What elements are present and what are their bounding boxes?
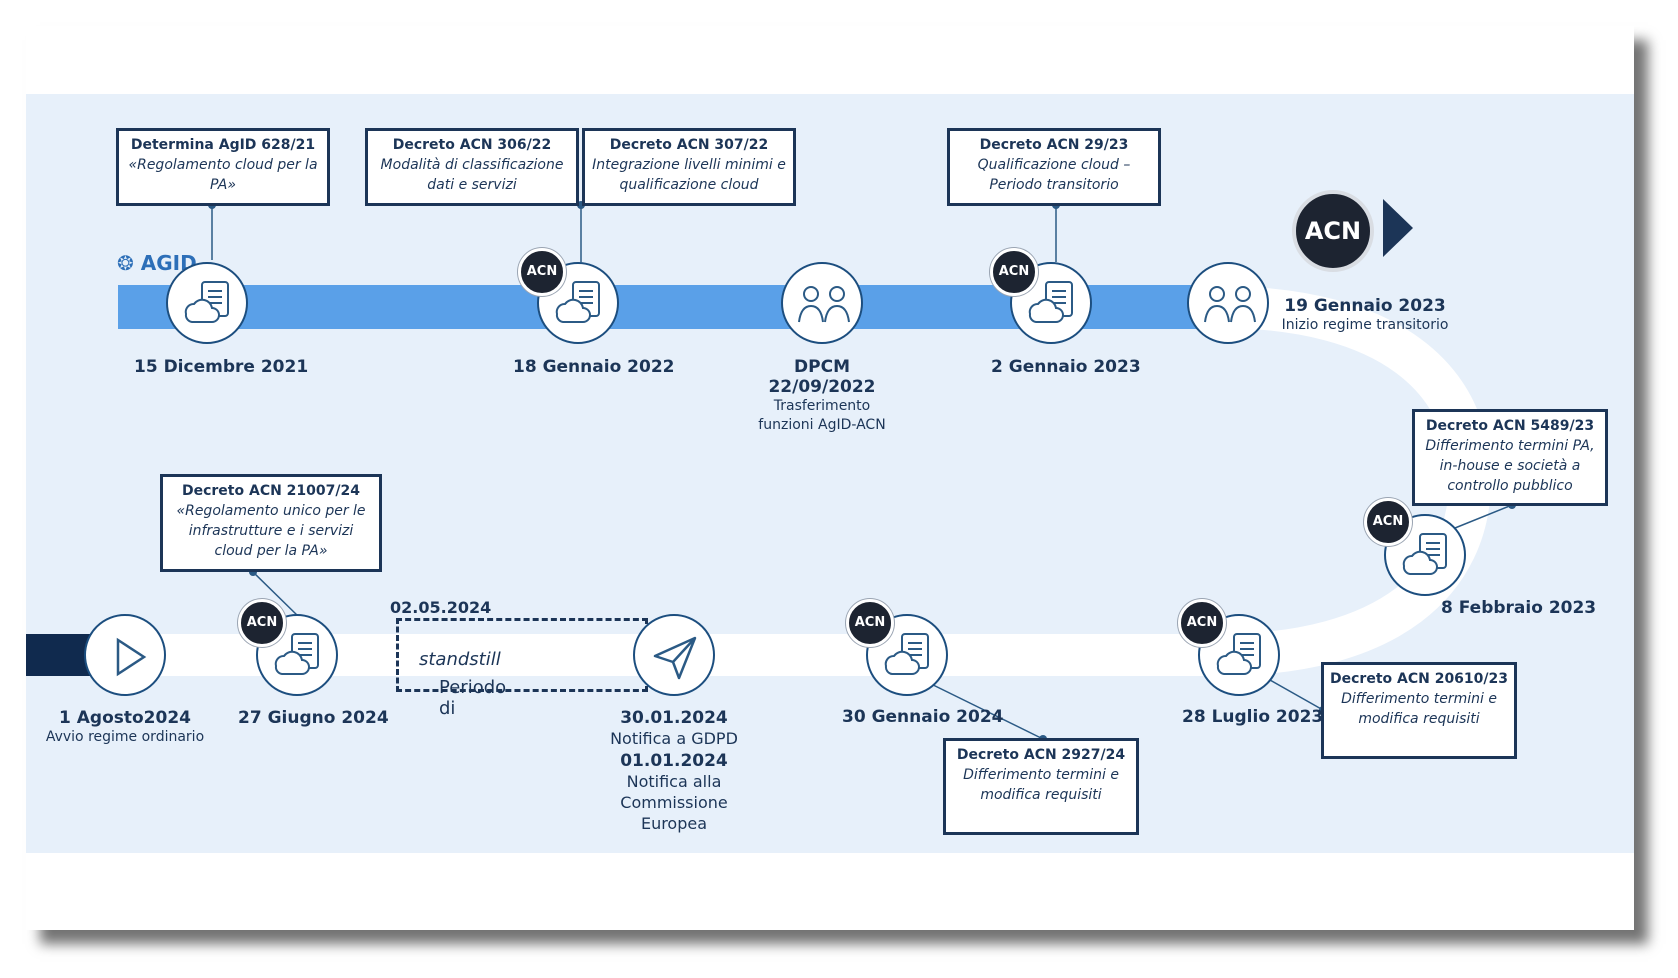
acn-badge: ACN <box>846 599 894 647</box>
box-decreto-21007: Decreto ACN 21007/24«Regolamento unico p… <box>160 474 382 572</box>
cloud-document-icon <box>884 633 929 675</box>
label-19-gen-2023: 19 Gennaio 2023 Inizio regime transitori… <box>1281 296 1449 333</box>
play-icon <box>116 637 147 677</box>
label-1-ago-2024: 1 Agosto2024 Avvio regime ordinario <box>45 708 205 745</box>
node-document-2021 <box>166 262 248 344</box>
label-notifiche: 30.01.2024 Notifica a GDPD 01.01.2024 No… <box>610 708 738 833</box>
date-15-dic-2021: 15 Dicembre 2021 <box>134 357 309 377</box>
people-icon <box>798 286 850 323</box>
date-2-gen-2023: 2 Gennaio 2023 <box>991 357 1141 377</box>
cloud-document-icon <box>184 281 229 323</box>
standstill-period: Periodo di standstill <box>396 618 648 719</box>
cloud-document-icon <box>1402 533 1447 575</box>
box-determina-agid: Determina AgID 628/21«Regolamento cloud … <box>116 128 330 206</box>
date-28-lug-2023: 28 Luglio 2023 <box>1182 707 1324 727</box>
standstill-date: 02.05.2024 <box>390 598 492 617</box>
node-dpcm <box>781 262 863 344</box>
send-icon <box>653 636 697 680</box>
cloud-document-icon <box>555 281 600 323</box>
acn-badge: ACN <box>990 248 1038 296</box>
date-30-gen-2024: 30 Gennaio 2024 <box>842 707 1004 727</box>
node-transitorio <box>1187 262 1269 344</box>
cloud-document-icon <box>1216 633 1261 675</box>
date-18-gen-2022: 18 Gennaio 2022 <box>513 357 675 377</box>
acn-logo: ACN <box>1292 190 1374 272</box>
acn-badge: ACN <box>518 248 566 296</box>
node-play <box>84 614 166 696</box>
node-send <box>633 614 715 696</box>
label-dpcm: DPCM 22/09/2022 Trasferimento funzioni A… <box>758 357 886 433</box>
cloud-document-icon <box>1028 281 1073 323</box>
arrow-icon <box>1383 199 1413 257</box>
date-27-giu-2024: 27 Giugno 2024 <box>238 708 389 728</box>
acn-badge: ACN <box>1178 599 1226 647</box>
acn-badge: ACN <box>238 599 286 647</box>
node-document-jun2024 <box>256 614 338 696</box>
date-8-feb-2023: 8 Febbraio 2023 <box>1441 598 1597 618</box>
acn-badge: ACN <box>1364 498 1412 546</box>
people-icon <box>1204 286 1256 323</box>
cloud-document-icon <box>274 633 319 675</box>
